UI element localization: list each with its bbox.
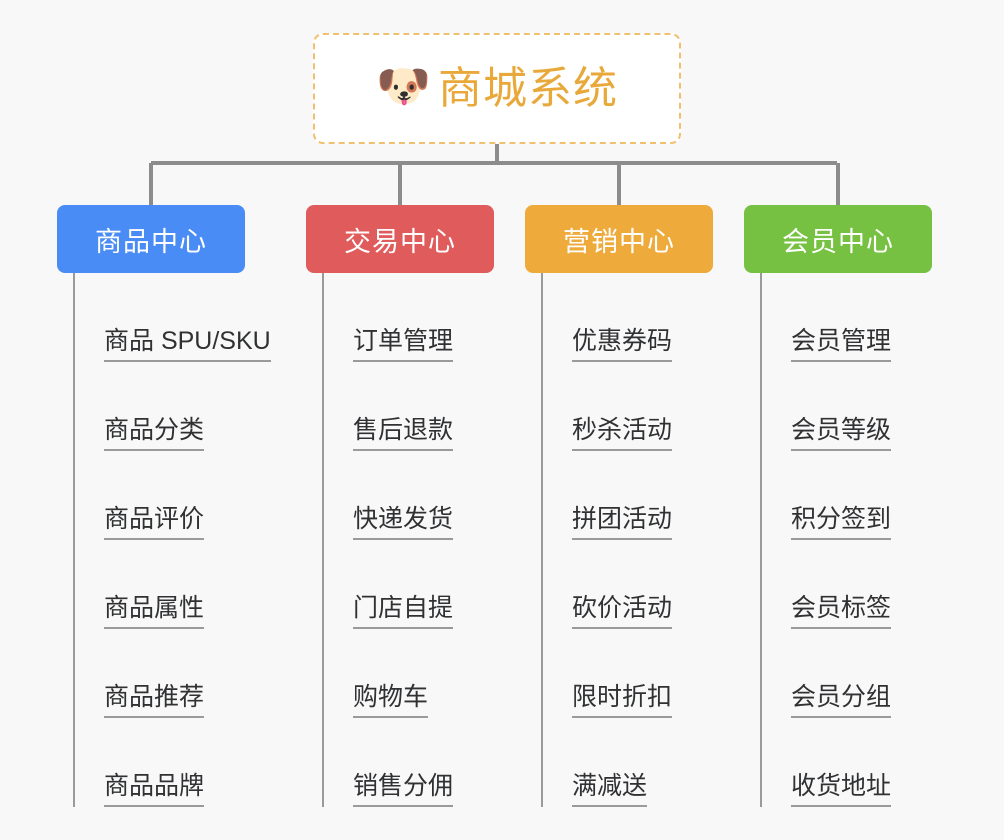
leaf-label: 订单管理 bbox=[353, 327, 454, 362]
root-node[interactable]: 🐶 商城系统 bbox=[313, 33, 681, 144]
leaf-column-product-center: 商品 SPU/SKU 商品分类 商品评价 商品属性 商品推荐 商品品牌 bbox=[73, 273, 283, 807]
root-title: 商城系统 bbox=[438, 63, 618, 113]
branch-label: 会员中心 bbox=[782, 226, 894, 257]
leaf-item[interactable]: 购物车 bbox=[322, 629, 532, 718]
leaf-column-trade-center: 订单管理 售后退款 快递发货 门店自提 购物车 销售分佣 bbox=[322, 273, 532, 807]
leaf-item[interactable]: 限时折扣 bbox=[541, 629, 751, 718]
leaf-label: 满减送 bbox=[572, 772, 648, 807]
leaf-item[interactable]: 会员等级 bbox=[760, 362, 970, 451]
shiba-dog-face-icon: 🐶 bbox=[376, 61, 431, 111]
leaf-item[interactable]: 收货地址 bbox=[760, 718, 970, 807]
leaf-item[interactable]: 秒杀活动 bbox=[541, 362, 751, 451]
leaf-label: 会员等级 bbox=[791, 416, 892, 451]
leaf-item[interactable]: 售后退款 bbox=[322, 362, 532, 451]
leaf-item[interactable]: 商品评价 bbox=[73, 451, 283, 540]
leaf-label: 会员管理 bbox=[791, 327, 892, 362]
leaf-item[interactable]: 会员管理 bbox=[760, 273, 970, 362]
branch-node-product-center[interactable]: 商品中心 bbox=[57, 205, 245, 273]
leaf-label: 拼团活动 bbox=[572, 505, 673, 540]
leaf-label: 商品 SPU/SKU bbox=[104, 327, 271, 362]
leaf-label: 快递发货 bbox=[353, 505, 454, 540]
leaf-label: 购物车 bbox=[353, 683, 429, 718]
leaf-item[interactable]: 订单管理 bbox=[322, 273, 532, 362]
leaf-item[interactable]: 快递发货 bbox=[322, 451, 532, 540]
branch-node-marketing-center[interactable]: 营销中心 bbox=[525, 205, 713, 273]
leaf-item[interactable]: 商品属性 bbox=[73, 540, 283, 629]
leaf-item[interactable]: 商品推荐 bbox=[73, 629, 283, 718]
branch-label: 商品中心 bbox=[95, 226, 207, 257]
leaf-item[interactable]: 商品 SPU/SKU bbox=[73, 273, 283, 362]
branch-node-trade-center[interactable]: 交易中心 bbox=[306, 205, 494, 273]
leaf-label: 收货地址 bbox=[791, 772, 892, 807]
leaf-label: 销售分佣 bbox=[353, 772, 454, 807]
branch-node-member-center[interactable]: 会员中心 bbox=[744, 205, 932, 273]
leaf-label: 会员标签 bbox=[791, 594, 892, 629]
leaf-label: 积分签到 bbox=[791, 505, 892, 540]
leaf-item[interactable]: 门店自提 bbox=[322, 540, 532, 629]
leaf-label: 优惠券码 bbox=[572, 327, 673, 362]
leaf-label: 商品分类 bbox=[104, 416, 205, 451]
leaf-item[interactable]: 砍价活动 bbox=[541, 540, 751, 629]
leaf-label: 商品评价 bbox=[104, 505, 205, 540]
leaf-column-marketing-center: 优惠券码 秒杀活动 拼团活动 砍价活动 限时折扣 满减送 bbox=[541, 273, 751, 807]
leaf-label: 商品属性 bbox=[104, 594, 205, 629]
leaf-label: 商品品牌 bbox=[104, 772, 205, 807]
leaf-item[interactable]: 商品分类 bbox=[73, 362, 283, 451]
leaf-label: 会员分组 bbox=[791, 683, 892, 718]
branch-label: 交易中心 bbox=[344, 226, 456, 257]
leaf-item[interactable]: 会员标签 bbox=[760, 540, 970, 629]
leaf-item[interactable]: 会员分组 bbox=[760, 629, 970, 718]
leaf-column-member-center: 会员管理 会员等级 积分签到 会员标签 会员分组 收货地址 bbox=[760, 273, 970, 807]
leaf-item[interactable]: 拼团活动 bbox=[541, 451, 751, 540]
leaf-label: 秒杀活动 bbox=[572, 416, 673, 451]
leaf-label: 限时折扣 bbox=[572, 683, 673, 718]
leaf-label: 商品推荐 bbox=[104, 683, 205, 718]
leaf-label: 门店自提 bbox=[353, 594, 454, 629]
leaf-item[interactable]: 销售分佣 bbox=[322, 718, 532, 807]
leaf-label: 售后退款 bbox=[353, 416, 454, 451]
leaf-label: 砍价活动 bbox=[572, 594, 673, 629]
leaf-item[interactable]: 优惠券码 bbox=[541, 273, 751, 362]
leaf-item[interactable]: 满减送 bbox=[541, 718, 751, 807]
leaf-item[interactable]: 积分签到 bbox=[760, 451, 970, 540]
branch-label: 营销中心 bbox=[563, 226, 675, 257]
leaf-item[interactable]: 商品品牌 bbox=[73, 718, 283, 807]
